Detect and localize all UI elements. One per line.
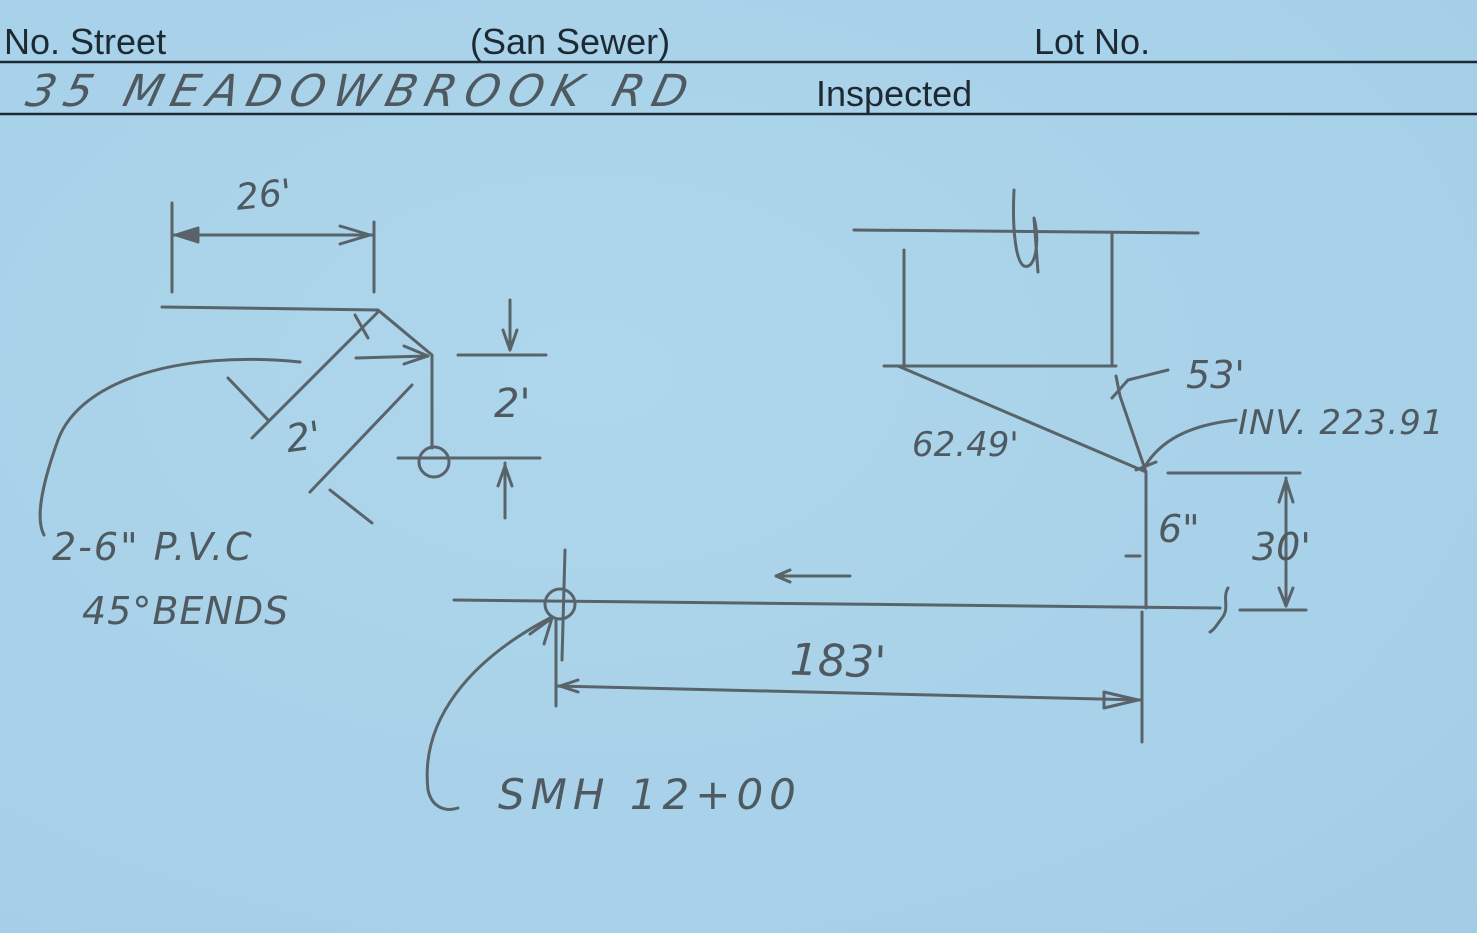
inspected-label: Inspected: [816, 73, 973, 114]
manhole-leader-arrow: [528, 616, 554, 646]
street-break-symbol: [1012, 188, 1040, 274]
manhole-leader: [425, 616, 552, 811]
pipe-size-label: 6": [1158, 507, 1200, 551]
dim-30-arrow-top: [1277, 478, 1295, 504]
bend-leader-1: [250, 310, 380, 440]
dim-rise-top-arrow: [501, 328, 519, 352]
pvc-note-label: 2-6" P.V.C: [52, 525, 254, 569]
bends-note-label: 45°BENDS: [82, 589, 290, 633]
service-pipe-left: [160, 305, 434, 450]
bend-leader-2: [354, 354, 430, 360]
manhole-symbol: [543, 587, 577, 621]
dim-183-line: [554, 684, 1144, 702]
diagonal-62-line: [896, 364, 1148, 474]
length-30-label: 30': [1252, 525, 1311, 569]
leader-invert: [1142, 418, 1238, 470]
main-sewer-line: [452, 598, 1222, 610]
length-53-label: 53': [1186, 353, 1245, 397]
dim-183-arrow-left: [558, 678, 580, 694]
lot-label: Lot No.: [1034, 21, 1151, 62]
bend-tick: [353, 313, 370, 340]
dim-30-arrow-bottom: [1277, 586, 1295, 608]
manhole-station-label: SMH 12+00: [498, 770, 802, 819]
length-183-label: 183': [789, 634, 887, 689]
dim-26-arrow-left: [174, 226, 200, 244]
rise-2-label: 2': [494, 381, 531, 427]
service-connection-left: [417, 445, 451, 479]
invert-tick: [1134, 460, 1158, 472]
invert-elevation-label: INV. 223.91: [1238, 403, 1445, 443]
manhole-vertical-mark: [560, 548, 567, 662]
note-leader-left: [38, 357, 302, 537]
diagonal-62-label: 62.49': [912, 425, 1019, 465]
dim-183-arrow-right: [1102, 690, 1140, 710]
dim-2-arrow-upper: [226, 376, 270, 422]
dim-rise-bottom-arrow: [496, 464, 514, 488]
no-street-label: No. Street: [4, 21, 167, 62]
width-26-label: 26': [233, 172, 294, 219]
main-break-symbol: [1208, 586, 1230, 634]
bend-arrow: [402, 344, 430, 366]
sewer-label: (San Sewer): [470, 21, 671, 62]
leader-53: [1110, 368, 1170, 400]
flow-direction-arrow: [774, 568, 852, 584]
dim-2-slant-line: [308, 383, 414, 494]
street-line: [852, 228, 1200, 235]
dim-2-arrow-lower: [328, 488, 374, 525]
service-line-53: [1114, 374, 1148, 474]
dim-26-arrow-right: [338, 224, 372, 246]
offset-2-label: 2': [283, 412, 324, 462]
